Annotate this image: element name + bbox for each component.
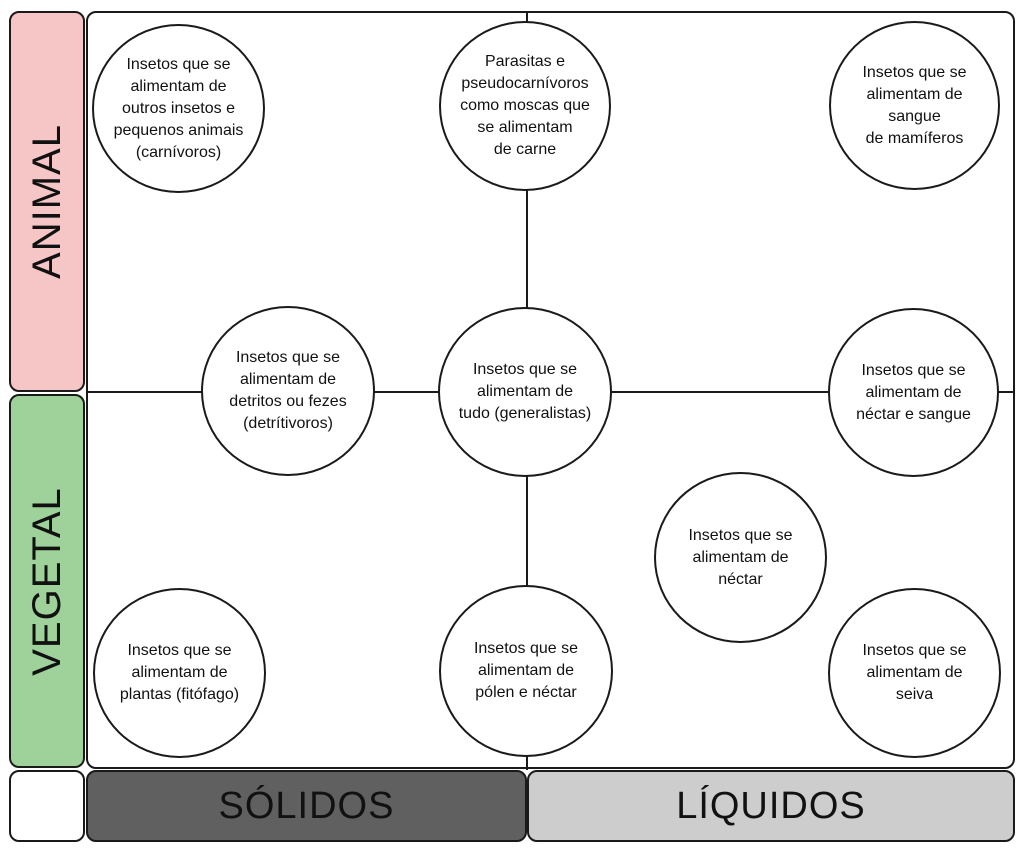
row-label-animal: ANIMAL [9,11,85,392]
circle-detritivoros-text: Insetos que se alimentam de detritos ou … [229,349,347,432]
circle-polen-nectar-text: Insetos que se alimentam de pólen e néct… [473,640,579,701]
circle-fitofago-text: Insetos que se alimentam de plantas (fit… [119,642,240,703]
column-label-liquidos-text: LÍQUIDOS [676,784,866,827]
column-label-liquidos: LÍQUIDOS [527,770,1015,842]
column-label-solidos: SÓLIDOS [86,770,527,842]
circle-parasitas: Parasitas e pseudocarnívoros como moscas… [439,21,611,191]
circle-carnivoros: Insetos que se alimentam de outros inset… [92,24,265,193]
circle-detritivoros: Insetos que se alimentam de detritos ou … [201,306,375,476]
row-label-vegetal: VEGETAL [9,394,85,768]
circle-sangue: Insetos que se alimentam de sangue de ma… [829,21,1000,190]
circle-nectar-sangue: Insetos que se alimentam de néctar e san… [828,308,999,477]
circle-generalistas: Insetos que se alimentam de tudo (genera… [438,307,612,477]
row-label-vegetal-text: VEGETAL [24,486,69,676]
circle-nectar: Insetos que se alimentam de néctar [654,472,827,643]
circle-seiva: Insetos que se alimentam de seiva [828,588,1001,758]
circle-seiva-text: Insetos que se alimentam de seiva [862,642,967,703]
circle-carnivoros-text: Insetos que se alimentam de outros inset… [113,55,244,161]
circle-generalistas-text: Insetos que se alimentam de tudo (genera… [458,361,592,422]
circle-parasitas-text: Parasitas e pseudocarnívoros como moscas… [460,53,590,158]
corner-cell [9,770,85,842]
circle-nectar-text: Insetos que se alimentam de néctar [688,526,793,588]
circle-nectar-sangue-text: Insetos que se alimentam de néctar e san… [856,361,971,423]
circle-polen-nectar: Insetos que se alimentam de pólen e néct… [439,585,613,757]
row-label-animal-text: ANIMAL [24,124,69,279]
circle-fitofago: Insetos que se alimentam de plantas (fit… [93,588,266,758]
column-label-solidos-text: SÓLIDOS [218,784,395,827]
circle-sangue-text: Insetos que se alimentam de sangue de ma… [862,63,967,147]
